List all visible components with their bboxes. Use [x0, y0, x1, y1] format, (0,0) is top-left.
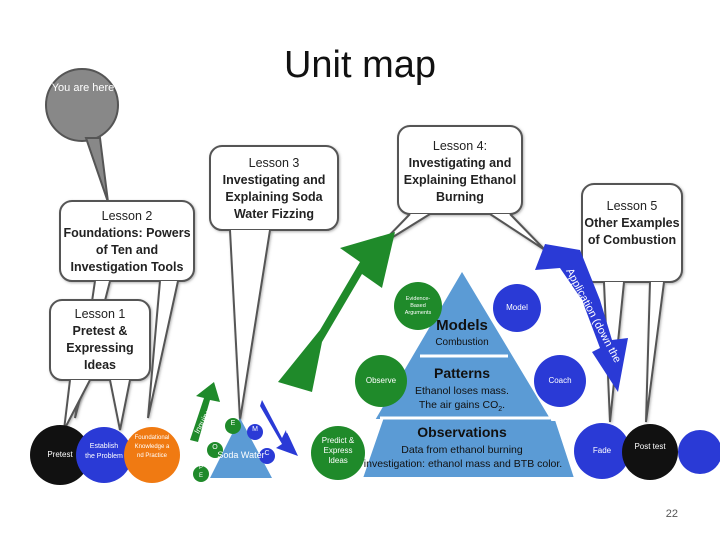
evidence-label: Evidence-Based Arguments [404, 296, 432, 316]
soda-label: Soda Water [217, 450, 265, 460]
lesson3-body: Investigating and Explaining Soda Water … [222, 173, 326, 221]
lesson5-text: Lesson 5 Other Examples of Combustion [584, 198, 680, 249]
soda-triangle [190, 382, 298, 482]
lesson4-text: Lesson 4: Investigating and Explaining E… [400, 138, 520, 206]
triangle [360, 268, 577, 479]
soda-p-letter: P [198, 465, 203, 471]
coach-label: Coach [548, 376, 572, 385]
page-title: Unit map [283, 44, 437, 86]
observe-circle [355, 355, 407, 407]
lesson2-body: Foundations: Powers of Ten and Investiga… [63, 226, 191, 274]
model-circle [493, 284, 541, 332]
establish-label: Establish the Problem [85, 443, 123, 460]
inquiry-arrow-big [278, 232, 395, 392]
observations-title: Observations [417, 424, 507, 440]
lesson1-body: Pretest & Expressing Ideas [66, 324, 134, 372]
foundational-circle [124, 427, 180, 483]
soda-e: E [230, 420, 236, 427]
lesson3-text: Lesson 3 Investigating and Explaining So… [212, 155, 336, 223]
posttest-label: Post test [634, 442, 666, 451]
soda-o: O [212, 444, 218, 451]
pretest-circle [30, 425, 90, 485]
models-sub: Combustion [435, 337, 489, 348]
patterns-line2: The air gains CO [418, 399, 499, 411]
establish-circle [76, 427, 132, 483]
page-number: 22 [665, 508, 678, 520]
soda-e2-letter: E [198, 473, 203, 479]
lesson3-label: Lesson 3 [248, 156, 300, 170]
patterns-line1: Ethanol loses mass. [415, 385, 509, 397]
lesson1-bubble [49, 299, 151, 431]
observations-line2: investigation: ethanol mass and BTB colo… [363, 458, 563, 470]
partial-blue-circle [678, 430, 720, 474]
lesson4-body: Investigating and Explaining Ethanol Bur… [403, 156, 517, 204]
lesson1-text: Lesson 1 Pretest & Expressing Ideas [54, 306, 146, 374]
predict-label: Predict & Express Ideas [321, 436, 355, 465]
fade-circle [574, 423, 630, 479]
soda-m: M [252, 426, 258, 433]
observe-label: Observe [365, 376, 397, 385]
lesson2-label: Lesson 2 [101, 209, 153, 223]
evidence-circle [394, 282, 442, 330]
patterns-subscript: 2 [498, 406, 503, 414]
you-are-here-bubble [44, 68, 120, 203]
application-arrow-big [535, 244, 628, 392]
predict-circle [311, 426, 365, 480]
models-title: Models [436, 317, 488, 334]
lesson2-text: Lesson 2 Foundations: Powers of Ten and … [62, 208, 192, 276]
observations-line1: Data from ethanol burning [401, 444, 523, 456]
patterns-line2-wrap: The air gains CO2. [418, 399, 506, 414]
you-are-here-label: You are here [51, 82, 115, 94]
lesson4-label: Lesson 4: [432, 139, 488, 153]
fade-label: Fade [592, 446, 612, 455]
lesson5-body: Other Examples of Combustion [584, 216, 680, 247]
foundational-label: Foundational Knowledge and Practice [134, 435, 170, 459]
lesson4-bubble [379, 125, 546, 251]
posttest-circle [622, 424, 678, 480]
patterns-title: Patterns [433, 365, 491, 381]
soda-p: P E [197, 464, 205, 480]
lesson3-bubble [209, 145, 339, 421]
soda-c: C [264, 450, 270, 457]
lesson5-label: Lesson 5 [606, 199, 658, 213]
lesson1-label: Lesson 1 [74, 307, 126, 321]
coach-circle [534, 355, 586, 407]
model-label: Model [506, 303, 528, 312]
pretest-label: Pretest [47, 450, 73, 459]
